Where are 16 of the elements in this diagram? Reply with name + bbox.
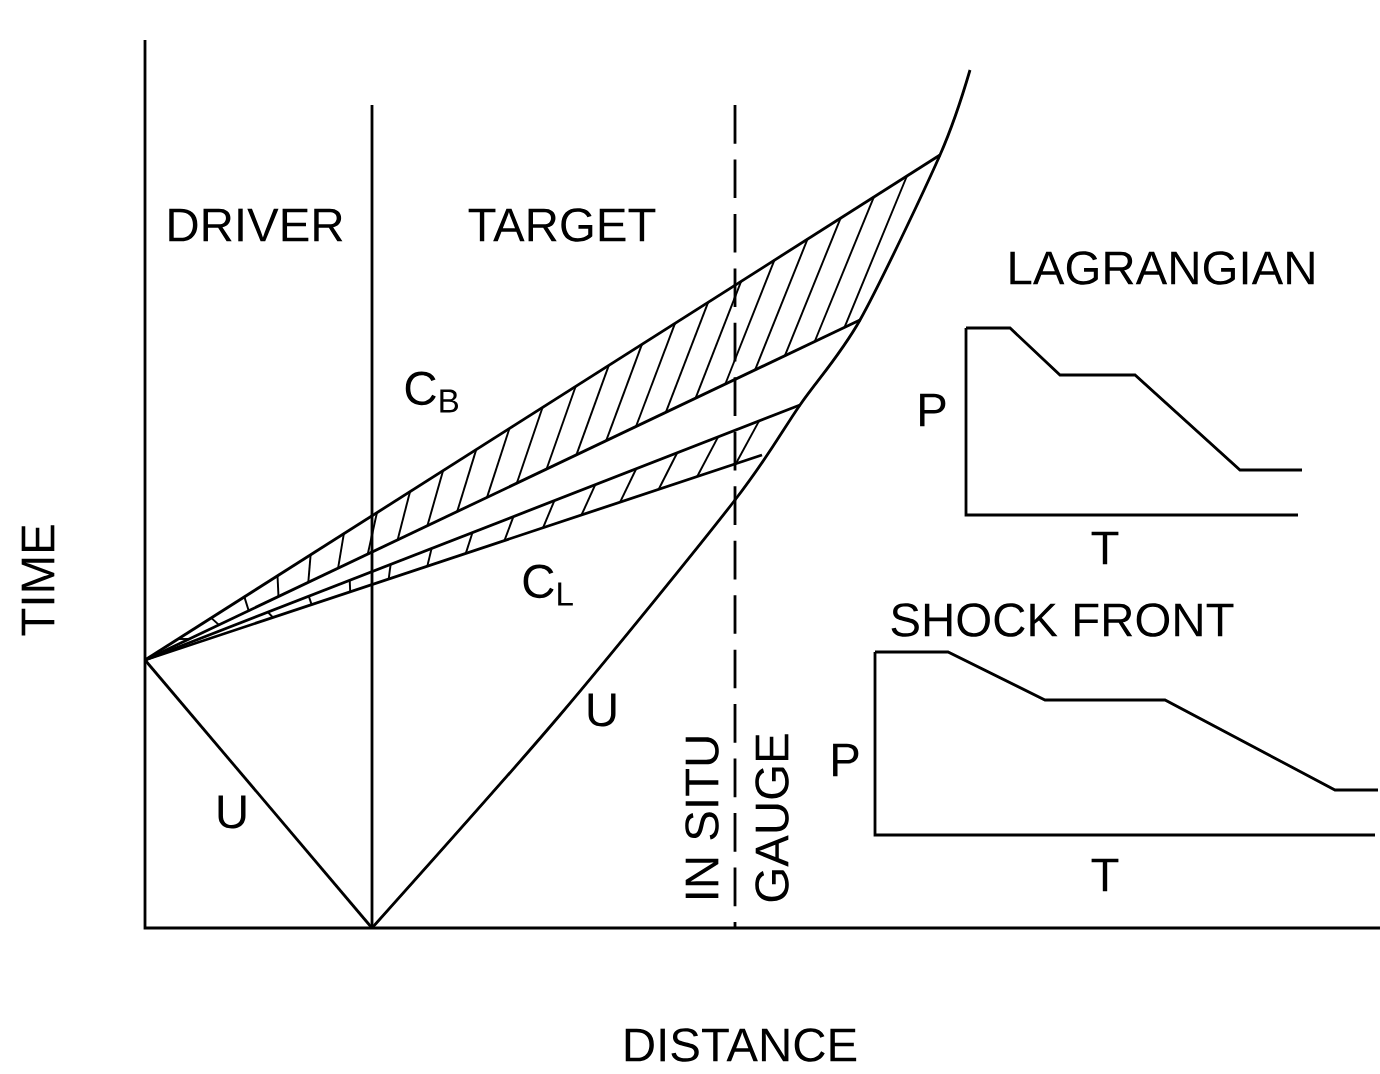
gauge-label: GAUGE: [755, 734, 789, 902]
axis-label: TIME: [21, 525, 55, 636]
wave-label: U: [588, 693, 616, 727]
wave-label: C$_{L}$: [523, 564, 573, 606]
wave-label: U: [218, 795, 246, 829]
axis-label: DISTANCE: [625, 1028, 857, 1062]
axis-label: T: [1091, 858, 1119, 892]
axis-label: P: [833, 743, 859, 777]
wave-label: C$_{B}$: [405, 371, 458, 413]
gauge-label: IN SITU: [685, 737, 719, 898]
region-label: TARGET: [468, 208, 656, 242]
graph-title: SHOCK FRONT: [891, 603, 1234, 637]
region-label: DRIVER: [169, 208, 343, 242]
graph-title: LAGRANGIAN: [1010, 251, 1314, 285]
axis-label: T: [1091, 531, 1119, 565]
axis-label: P: [920, 393, 946, 427]
